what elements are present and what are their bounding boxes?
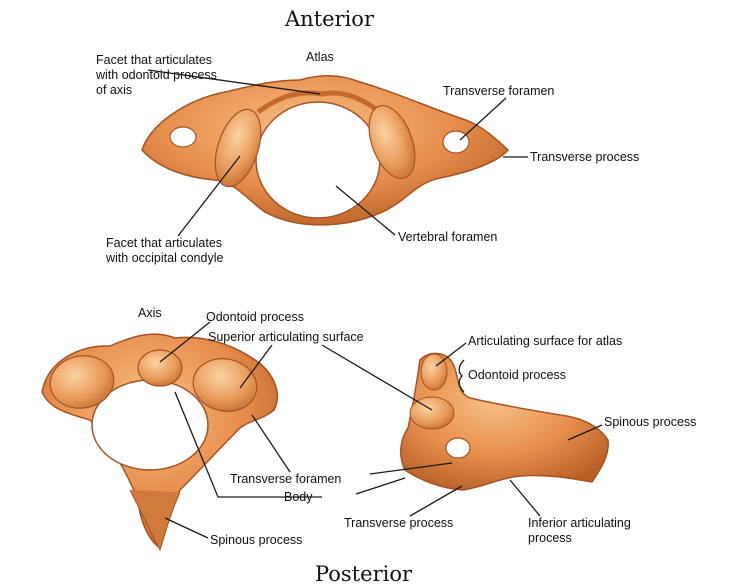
label-facet-occipital-line1: Facet that articulates bbox=[106, 236, 223, 251]
axis-lateral-odontoid bbox=[421, 354, 447, 390]
odontoid-brace bbox=[459, 360, 464, 392]
label-axis-transverse-foramen: Transverse foramen bbox=[230, 472, 341, 487]
label-atlas-transverse-process: Transverse process bbox=[530, 150, 639, 165]
label-facet-occipital: Facet that articulates with occipital co… bbox=[106, 236, 223, 266]
heading-posterior: Posterior bbox=[315, 562, 412, 586]
label-inferior-articulating-line1: Inferior articulating bbox=[528, 516, 631, 531]
axis-vertebra-superior-view bbox=[42, 334, 277, 550]
heading-anterior: Anterior bbox=[285, 7, 374, 31]
label-transverse-process: Transverse process bbox=[344, 516, 453, 531]
label-facet-occipital-line2: with occipital condyle bbox=[106, 251, 223, 266]
label-inferior-articulating-line2: process bbox=[528, 531, 631, 546]
label-atlas-title: Atlas bbox=[306, 50, 334, 65]
vertebral-foramen-hole bbox=[256, 102, 380, 218]
right-transverse-foramen-hole bbox=[443, 131, 469, 153]
left-transverse-foramen-hole bbox=[170, 127, 196, 147]
leader-inferior-articulating bbox=[510, 480, 540, 516]
axis-lateral-superior-facet bbox=[410, 397, 454, 429]
label-vertebral-foramen: Vertebral foramen bbox=[398, 230, 497, 245]
leader-axis-spinous bbox=[165, 518, 208, 538]
label-atlas-transverse-foramen: Transverse foramen bbox=[443, 84, 554, 99]
axis-lateral-transverse-foramen-hole bbox=[446, 438, 470, 458]
label-facet-odontoid-line3: of axis bbox=[96, 83, 217, 98]
axis-spinous-process bbox=[130, 490, 180, 550]
label-superior-articulating: Superior articulating surface bbox=[208, 330, 364, 345]
label-facet-odontoid: Facet that articulates with odontoid pro… bbox=[96, 53, 217, 98]
label-lateral-spinous: Spinous process bbox=[604, 415, 696, 430]
leader-sup-articulating-2 bbox=[322, 345, 432, 410]
leader-axis-transverse-foramen-1 bbox=[252, 415, 290, 472]
leader-axis-body-2 bbox=[356, 478, 405, 494]
label-axis-odontoid: Odontoid process bbox=[206, 310, 304, 325]
leader-transverse-process bbox=[410, 486, 462, 516]
label-lateral-odontoid: Odontoid process bbox=[468, 368, 566, 383]
label-articulating-atlas: Articulating surface for atlas bbox=[468, 334, 622, 349]
label-axis-title: Axis bbox=[138, 306, 162, 321]
axis-odontoid-process bbox=[138, 350, 182, 386]
label-axis-spinous: Spinous process bbox=[210, 533, 302, 548]
label-facet-odontoid-line2: with odontoid process bbox=[96, 68, 217, 83]
label-facet-odontoid-line1: Facet that articulates bbox=[96, 53, 217, 68]
label-axis-body: Body bbox=[284, 490, 313, 505]
label-inferior-articulating: Inferior articulating process bbox=[528, 516, 631, 546]
